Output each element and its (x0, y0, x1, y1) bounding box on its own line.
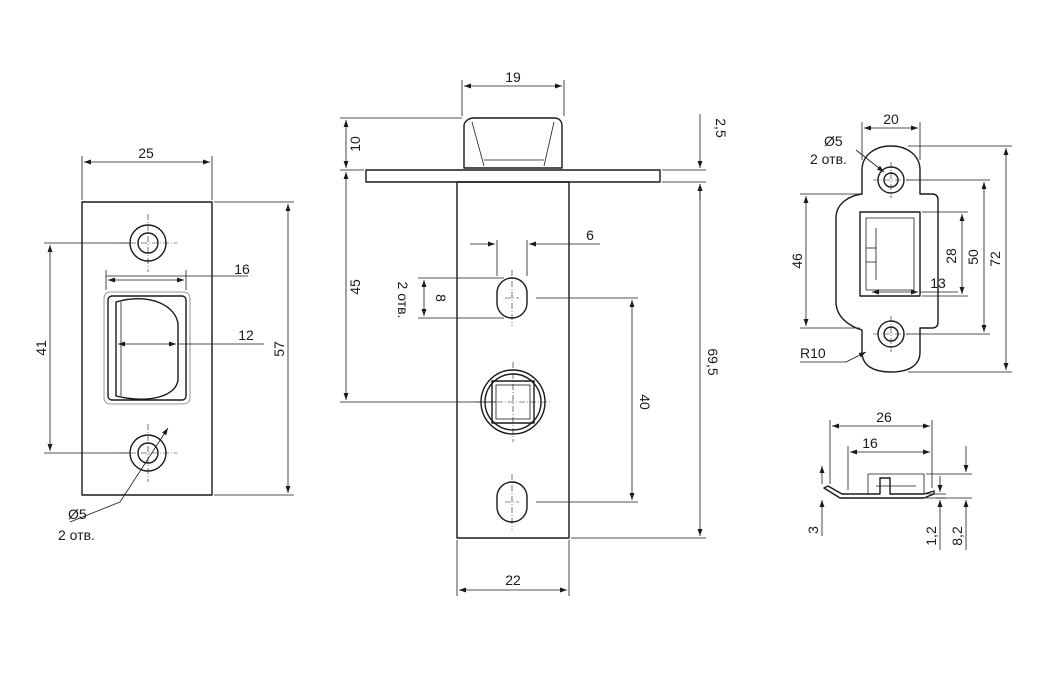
dim-latch-backset: 45 (347, 279, 363, 295)
dim-strike-window-depth: 12 (238, 327, 254, 343)
rounded-strike-outline (835, 145, 939, 373)
dim-latch-bolt-width: 19 (505, 69, 521, 85)
dim-strike-hole-spacing: 41 (33, 340, 49, 356)
dim-rstrike-height: 46 (789, 253, 805, 269)
dim-strike-height: 57 (271, 341, 287, 357)
strike-window (107, 295, 187, 401)
strike-window-outer (103, 291, 191, 405)
latch-bolt (463, 117, 563, 169)
dim-latch-slot-spacing: 40 (637, 394, 653, 410)
strike-plate-view: 25 57 41 16 12 Ø5 2 отв. (33, 145, 294, 543)
rounded-strike-window (859, 211, 921, 297)
latch-faceplate (365, 169, 661, 183)
dim-latch-faceplate-thickness: 2,5 (713, 118, 729, 138)
note-strike-hole-dia: Ø5 (68, 506, 87, 522)
note-rstrike-hole-count: 2 отв. (810, 151, 847, 167)
dim-rstrike-total-height: 72 (987, 251, 1003, 267)
dim-latch-bolt-projection: 10 (347, 136, 363, 152)
dim-side-total-height: 8,2 (949, 526, 965, 546)
dim-rstrike-window-height: 28 (943, 248, 959, 264)
strike-latch-face (115, 298, 179, 400)
strike-plate-outline (81, 201, 213, 496)
dim-side-total-length: 26 (876, 409, 892, 425)
dim-side-box-length: 16 (862, 435, 878, 451)
dim-side-plate-thickness: 1,2 (923, 526, 939, 546)
dim-side-lip-height: 3 (805, 526, 821, 534)
dim-latch-slot-width: 6 (586, 227, 594, 243)
note-rstrike-hole-dia: Ø5 (824, 133, 843, 149)
note-latch-slot-count: 2 отв. (395, 282, 411, 319)
dim-strike-window-width: 16 (234, 261, 250, 277)
latch-body (456, 181, 570, 539)
rounded-strike-view: 20 Ø5 2 отв. 46 28 50 72 13 R10 (789, 111, 1012, 373)
dim-rstrike-width: 20 (883, 111, 899, 127)
note-strike-hole-count: 2 отв. (58, 527, 95, 543)
dim-latch-body-width: 22 (505, 572, 521, 588)
dim-latch-slot-length: 8 (433, 294, 449, 302)
latch-view: 19 10 45 2,5 69,5 6 8 2 отв. (340, 69, 729, 596)
dim-latch-length: 69,5 (705, 348, 721, 375)
dim-rstrike-window-width: 13 (930, 275, 946, 291)
dim-rstrike-hole-spacing: 50 (965, 249, 981, 265)
note-rstrike-radius: R10 (800, 345, 826, 361)
side-profile (823, 477, 935, 499)
side-view: 26 16 3 1,2 8,2 (805, 409, 972, 550)
dim-strike-width: 25 (138, 145, 154, 161)
